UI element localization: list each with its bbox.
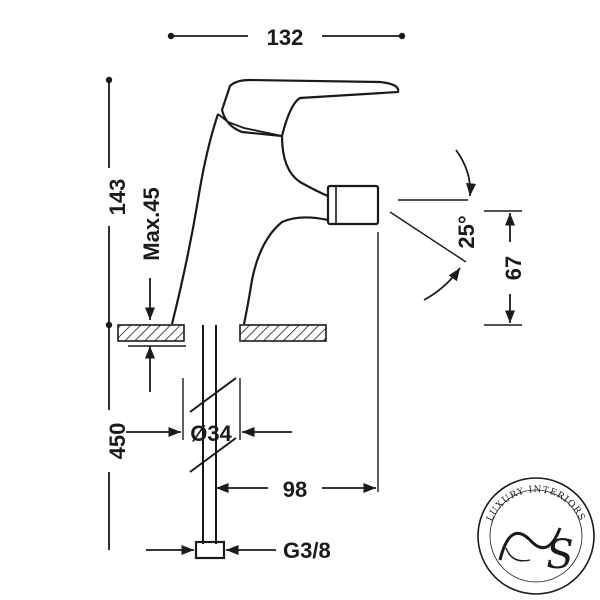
deck-section: [117, 324, 327, 342]
dimension-pipe-length-label: 450: [105, 423, 130, 460]
dimension-projection-label: 98: [283, 477, 307, 502]
dimension-thread: G3/8: [146, 538, 331, 563]
dimension-projection: 98: [216, 232, 379, 502]
brand-logo: LUXURY INTERIORS S: [477, 477, 595, 595]
dimension-height-label: 143: [105, 179, 130, 216]
dimension-thread-label: G3/8: [283, 538, 331, 563]
dimension-max-deck-label: Max.45: [139, 187, 164, 260]
dimension-height-body: 143: [105, 76, 130, 329]
dimension-pipe-diameter: Ø34: [126, 378, 292, 446]
dimension-max-deck: Max.45: [128, 187, 186, 392]
dimension-outlet-height: 67: [484, 210, 526, 326]
faucet-body: [170, 78, 400, 325]
dimension-pipe-diameter-label: Ø34: [190, 421, 232, 446]
dimension-angle: 25°: [389, 149, 479, 301]
dimension-width-top: 132: [167, 25, 406, 50]
dimension-pipe-length: 450: [105, 325, 130, 550]
supply-pipe: [189, 325, 237, 560]
dimension-outlet-height-label: 67: [501, 256, 526, 280]
dimension-angle-label: 25°: [454, 215, 479, 248]
dimension-width-label: 132: [267, 25, 304, 50]
logo-monogram: S: [546, 532, 573, 578]
